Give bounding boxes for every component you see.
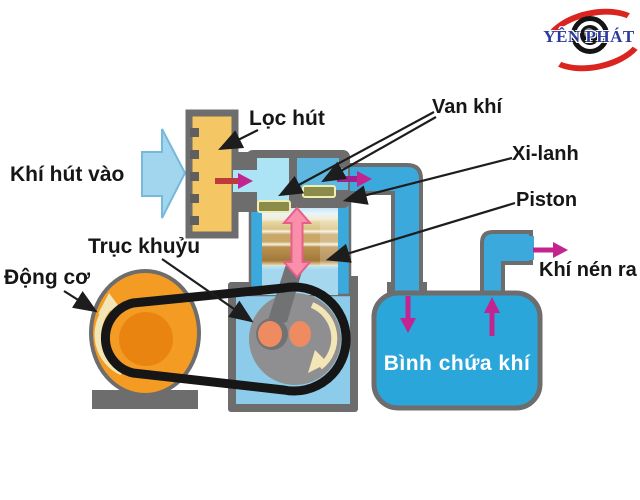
label-piston: Piston [516, 189, 578, 211]
discharge-pipe [343, 163, 427, 304]
crankshaft-leader-line [161, 258, 254, 323]
tank-inlet-arrow-icon [400, 296, 416, 333]
logo-target-dot [584, 28, 594, 38]
label-suction-filter: Lọc hút [249, 107, 325, 130]
valve-leader-line-right [321, 116, 437, 183]
logo-target-ring [571, 16, 609, 54]
annotation-lines [63, 111, 516, 323]
valve-leader-line-left [278, 111, 435, 197]
drive-belt [100, 282, 351, 396]
intake-flow-arrow-icon [141, 128, 187, 219]
outlet-pipe [480, 230, 534, 302]
air-valves [257, 185, 336, 213]
label-crankshaft: Trục khuỷu [88, 235, 201, 258]
flow-arrows [215, 171, 568, 336]
filter-leader-line [218, 129, 259, 150]
crank-pins [258, 321, 311, 347]
label-air-valve: Van khí [432, 96, 503, 118]
air-tank [371, 290, 543, 411]
piston-leader-line [325, 201, 516, 263]
label-air-intake: Khí hút vào [10, 163, 125, 186]
label-air-tank: Bình chứa khí [383, 352, 531, 375]
flywheel-rotation-arrow-icon [308, 350, 328, 373]
motor-leader-line [63, 290, 98, 313]
intake-valve [257, 200, 291, 213]
piston-stroke-arrow-icon [281, 206, 313, 279]
label-motor: Động cơ [4, 266, 91, 289]
motor-base [92, 390, 198, 409]
suction-filter [185, 109, 239, 239]
brand-logo: YÊN PHÁT [536, 0, 640, 81]
label-cylinder: Xi-lanh [512, 143, 579, 165]
cylinder-leader-line [342, 156, 513, 205]
compressed-air-out-arrow-icon [533, 242, 568, 258]
filter-to-cylinder-arrow-icon [215, 173, 253, 189]
label-compressed-air-out: Khí nén ra [539, 259, 637, 281]
tank-outlet-arrow-icon [484, 297, 500, 336]
discharge-valve [302, 185, 336, 198]
logo-text: YÊN PHÁT [543, 27, 635, 46]
